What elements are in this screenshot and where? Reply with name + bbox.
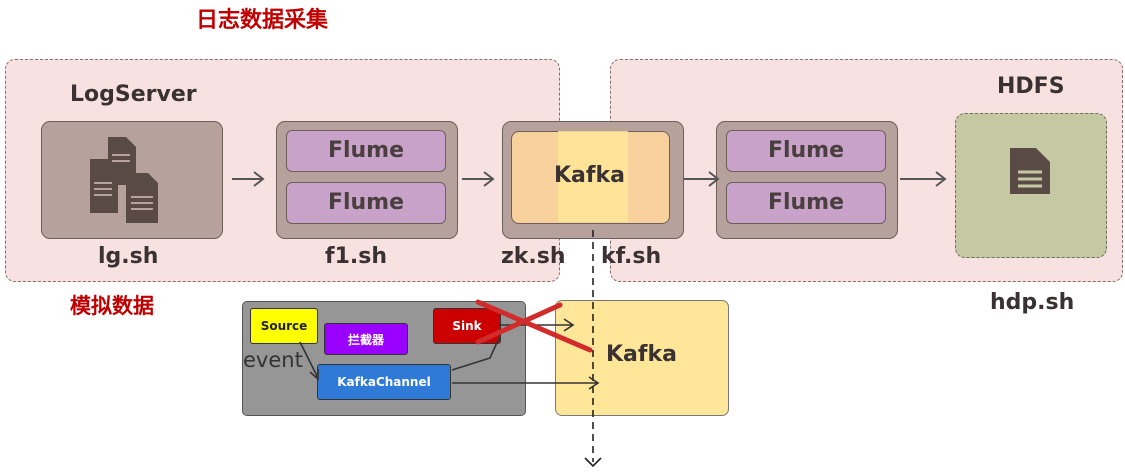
flume-box-2: Flume [286, 182, 446, 224]
documents-icon [90, 137, 158, 223]
cross-icon [475, 299, 593, 353]
kafka-target-label: Kafka [606, 342, 677, 367]
simulated-data-label: 模拟数据 [70, 294, 154, 318]
logserver-title: LogServer [70, 82, 197, 107]
kafka-target-box [555, 300, 729, 416]
hdp-sh-label: hdp.sh [990, 290, 1075, 315]
kafka-channel-box: KafkaChannel [317, 364, 451, 400]
flume-box-3: Flume [726, 130, 886, 172]
flume-box-4: Flume [726, 182, 886, 224]
source-box: Source [250, 308, 318, 344]
hdfs-title: HDFS [997, 74, 1065, 99]
kafka-label: Kafka [554, 163, 625, 188]
f1-sh-label: f1.sh [325, 244, 387, 269]
page-title: 日志数据采集 [196, 8, 329, 33]
kafka-highlight [558, 131, 628, 222]
event-label: event [243, 348, 303, 372]
zk-sh-label: zk.sh [501, 244, 566, 269]
document-icon [1010, 148, 1050, 194]
lg-sh-label: lg.sh [98, 244, 159, 269]
interceptor-box: 拦截器 [324, 323, 408, 355]
kf-sh-label: kf.sh [601, 244, 662, 269]
flume-box-1: Flume [286, 130, 446, 172]
